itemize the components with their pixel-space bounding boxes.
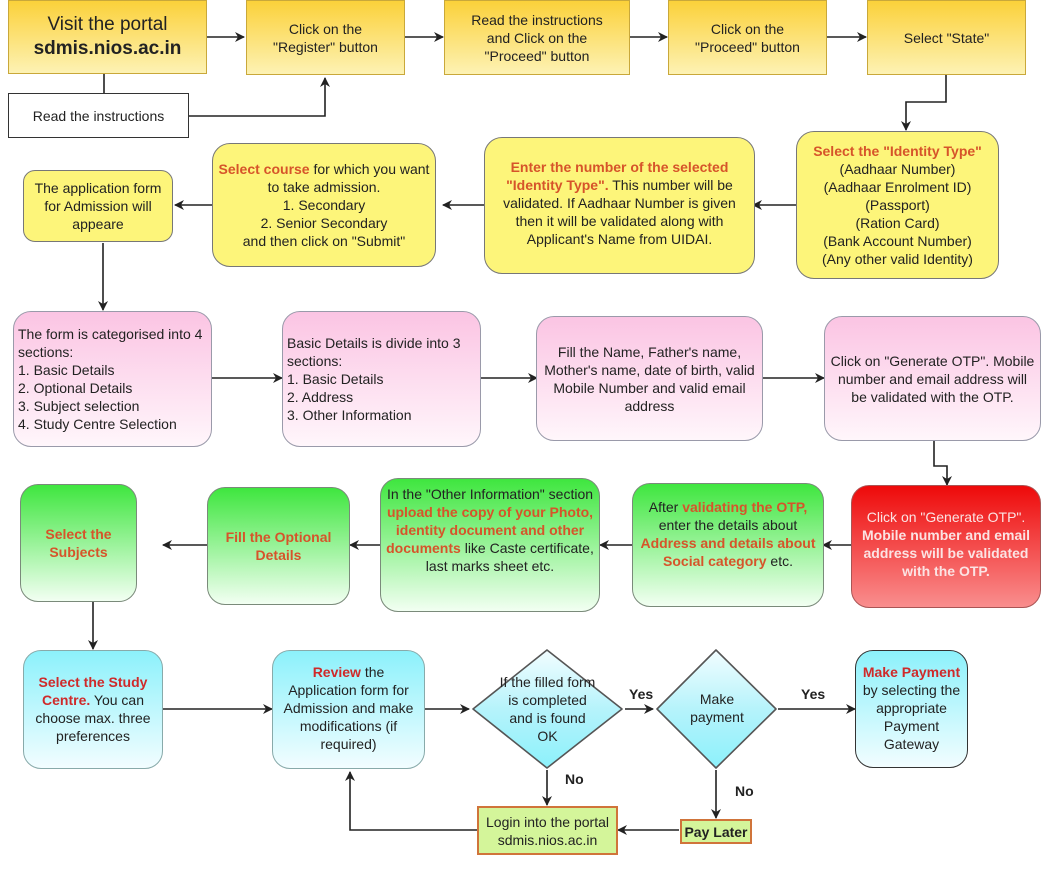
arrow-login-to-review — [345, 771, 477, 831]
basic-section-item: 3. Other Information — [287, 407, 412, 423]
basic-sections-intro: Basic Details is divide into 3 sections: — [287, 335, 461, 369]
login-box: Login into the portal sdmis.nios.ac.in — [477, 806, 618, 855]
no-label-pay: No — [735, 783, 754, 799]
upload-docs-post: like Caste certificate, last marks sheet… — [425, 540, 594, 574]
enter-number-highlight: Enter the number of the selected "Identi… — [506, 159, 729, 193]
review-text: the Application form for Admission and m… — [283, 664, 414, 752]
identity-option: (Any other valid Identity) — [822, 251, 973, 267]
identity-option: (Bank Account Number) — [823, 233, 972, 249]
upload-docs-pre: In the "Other Information" section — [386, 486, 594, 502]
optional-details-box: Fill the Optional Details — [207, 487, 350, 605]
generate-otp-red-box: Click on "Generate OTP". Mobile number a… — [851, 485, 1041, 608]
read-proceed-box: Read the instructions and Click on the "… — [444, 0, 630, 75]
form-sections-box: The form is categorised into 4 sections:… — [13, 311, 212, 447]
select-subjects-box: Select the Subjects — [20, 484, 137, 602]
select-state-box: Select "State" — [867, 0, 1026, 75]
identity-type-box: Select the "Identity Type" (Aadhaar Numb… — [796, 131, 999, 279]
read-proceed-line2: and Click on the — [486, 29, 588, 46]
fill-name-text: Fill the Name, Father's name, Mother's n… — [544, 343, 755, 414]
select-course-text: for which you want to take admission. — [267, 161, 430, 195]
identity-type-heading: Select the "Identity Type" — [813, 143, 982, 159]
form-section-item: 4. Study Centre Selection — [18, 416, 177, 432]
portal-url[interactable]: sdmis.nios.ac.in — [33, 38, 182, 59]
read-proceed-line1: Read the instructions — [471, 11, 603, 28]
select-subjects-text: Select the Subjects — [45, 526, 112, 560]
study-centre-highlight: Select the Study Centre. — [38, 674, 148, 708]
select-course-box: Select course for which you want to take… — [212, 143, 436, 267]
read-instructions-box: Read the instructions — [8, 93, 189, 138]
after-otp-box: After validating the OTP, enter the deta… — [632, 483, 824, 607]
course-option-secondary: 1. Secondary — [282, 197, 366, 213]
generate-otp-red-text: Mobile number and email address will be … — [861, 527, 1031, 579]
identity-option: (Aadhaar Number) — [839, 161, 956, 177]
visit-portal-box: Visit the portal sdmis.nios.ac.in — [8, 0, 207, 74]
arrow-state-to-identity — [901, 75, 947, 131]
study-centre-text: You can choose max. three preferences — [35, 692, 151, 744]
arrow-instructions-to-register — [188, 77, 330, 117]
basic-section-item: 1. Basic Details — [287, 371, 384, 387]
make-payment-box: Make Payment by selecting the appropriat… — [855, 650, 968, 768]
identity-option: (Aadhaar Enrolment ID) — [823, 179, 972, 195]
login-url[interactable]: sdmis.nios.ac.in — [497, 831, 598, 848]
proceed-box: Click on the "Proceed" button — [668, 0, 827, 75]
read-proceed-line3: "Proceed" button — [484, 47, 590, 64]
form-section-item: 3. Subject selection — [18, 398, 140, 414]
form-sections-intro: The form is categorised into 4 sections: — [18, 326, 203, 360]
yes-label-pay: Yes — [801, 686, 826, 702]
yes-label-ok: Yes — [629, 686, 654, 702]
select-course-submit-text: and then click on "Submit" — [242, 233, 406, 249]
decision-ok-text-wrap: If the filled form is completed and is f… — [495, 670, 600, 748]
form-appears-text: The application form for Admission will … — [34, 180, 162, 232]
identity-option: (Passport) — [865, 197, 930, 213]
enter-number-text: This number will be validated. If Aadhaa… — [503, 177, 736, 247]
optional-details-text: Fill the Optional Details — [225, 529, 332, 563]
proceed-line1: Click on the — [710, 20, 785, 37]
pay-later-text: Pay Later — [684, 823, 748, 840]
form-appears-box: The application form for Admission will … — [23, 170, 173, 242]
register-box: Click on the "Register" button — [246, 0, 405, 75]
after-otp-post: etc. — [766, 553, 793, 569]
upload-docs-highlight: upload the copy of your Photo, identity … — [386, 504, 594, 556]
study-centre-box: Select the Study Centre. You can choose … — [23, 650, 163, 769]
review-highlight: Review — [312, 664, 361, 680]
basic-sections-box: Basic Details is divide into 3 sections:… — [282, 311, 481, 447]
make-payment-highlight: Make Payment — [862, 664, 961, 680]
visit-portal-text: Visit the portal — [47, 14, 168, 35]
decision-pay-text: Make payment — [690, 691, 744, 725]
generate-otp-text: Click on "Generate OTP". Mobile number a… — [830, 352, 1035, 405]
login-line1: Login into the portal — [486, 813, 609, 830]
after-otp-pre: After — [648, 499, 683, 515]
arrow-otp-to-red — [933, 441, 952, 486]
enter-number-box: Enter the number of the selected "Identi… — [484, 137, 755, 274]
generate-otp-red-line1: Click on "Generate OTP". — [866, 509, 1026, 525]
course-option-senior-secondary: 2. Senior Secondary — [260, 215, 388, 231]
after-otp-mid: enter the details about — [658, 517, 798, 533]
pay-later-box: Pay Later — [680, 819, 752, 844]
make-payment-text: by selecting the appropriate Payment Gat… — [862, 682, 961, 752]
after-otp-highlight-address: Address and details about Social categor… — [640, 535, 816, 569]
decision-diamond-ok — [472, 649, 623, 769]
decision-ok-text: If the filled form is completed and is f… — [499, 674, 596, 744]
identity-option: (Ration Card) — [855, 215, 940, 231]
basic-section-item: 2. Address — [287, 389, 354, 405]
select-state-text: Select "State" — [903, 29, 990, 46]
no-label-ok: No — [565, 771, 584, 787]
decision-diamond-pay — [656, 649, 777, 769]
after-otp-highlight: validating the OTP, — [682, 499, 808, 515]
fill-name-box: Fill the Name, Father's name, Mother's n… — [536, 316, 763, 441]
decision-pay-text-wrap: Make payment — [671, 690, 763, 726]
register-line2: "Register" button — [273, 38, 378, 55]
read-instructions-text: Read the instructions — [32, 107, 165, 124]
proceed-line2: "Proceed" button — [695, 38, 800, 55]
register-line1: Click on the — [288, 20, 363, 37]
form-section-item: 1. Basic Details — [18, 362, 115, 378]
review-box: Review the Application form for Admissio… — [272, 650, 425, 769]
upload-docs-box: In the "Other Information" section uploa… — [380, 478, 600, 612]
select-course-highlight: Select course — [218, 161, 310, 177]
generate-otp-box: Click on "Generate OTP". Mobile number a… — [824, 316, 1041, 441]
form-section-item: 2. Optional Details — [18, 380, 133, 396]
